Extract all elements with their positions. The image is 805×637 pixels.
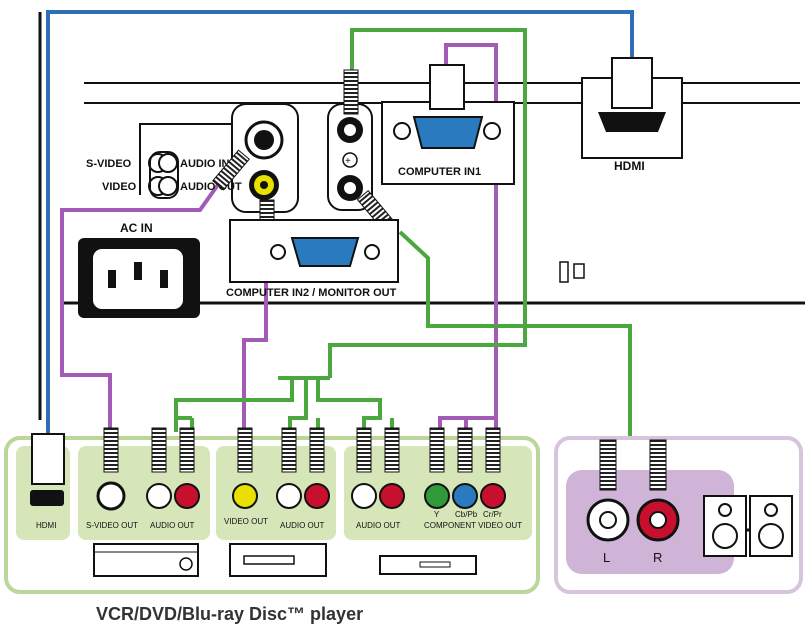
player-svideo-plug bbox=[103, 427, 119, 473]
player-hdmi-plug bbox=[31, 433, 65, 485]
player-component-cb[interactable] bbox=[452, 483, 478, 509]
bluray-device-icon bbox=[379, 555, 477, 575]
composite-video-cable bbox=[242, 262, 268, 440]
speaker-r-label: R bbox=[653, 550, 662, 565]
audio-splitter-cable bbox=[174, 376, 394, 432]
video-label: VIDEO bbox=[102, 181, 137, 193]
hdmi-label: HDMI bbox=[614, 159, 645, 173]
computer-in2-label: COMPUTER IN2 / MONITOR OUT bbox=[226, 287, 397, 299]
player-audio-label-1: AUDIO OUT bbox=[150, 521, 195, 530]
hdmi-cable bbox=[46, 10, 634, 440]
hdmi-port[interactable] bbox=[598, 112, 666, 132]
component-cb-label: Cb/Pb bbox=[455, 510, 478, 519]
player-audio-r-2[interactable] bbox=[304, 483, 330, 509]
ac-in-label: AC IN bbox=[120, 221, 153, 235]
svideo-video-jacks bbox=[148, 151, 179, 199]
player-component-cr[interactable] bbox=[480, 483, 506, 509]
player-video-label: VIDEO OUT bbox=[224, 517, 268, 526]
speakers-icon bbox=[703, 495, 793, 557]
player-hdmi-label: HDMI bbox=[36, 521, 56, 530]
audio-in-plug bbox=[343, 69, 359, 115]
player-audio-label-2: AUDIO OUT bbox=[280, 521, 325, 530]
player-audio-r-3[interactable] bbox=[379, 483, 405, 509]
player-audio-label-3: AUDIO OUT bbox=[356, 521, 401, 530]
player-svideo-label: S-VIDEO OUT bbox=[86, 521, 138, 530]
audio-out-label: AUDIO OUT bbox=[180, 181, 242, 193]
audio-in-cable bbox=[328, 28, 527, 378]
caption: VCR/DVD/Blu-ray Disc™ player bbox=[96, 604, 363, 624]
component-label: COMPONENT VIDEO OUT bbox=[424, 521, 522, 530]
computer-in1-plug bbox=[429, 64, 465, 110]
projector-panel bbox=[38, 12, 805, 420]
audio-in-label: AUDIO IN bbox=[180, 158, 230, 170]
vcr-device-icon bbox=[93, 543, 199, 577]
component-y-label: Y bbox=[434, 510, 440, 519]
player-hdmi-port[interactable] bbox=[30, 490, 64, 506]
computer-in2-port[interactable] bbox=[290, 237, 360, 267]
player-audio-l-3[interactable] bbox=[351, 483, 377, 509]
svg-text:+: + bbox=[345, 156, 351, 167]
hdmi-plug bbox=[611, 57, 653, 109]
computer-in1-label: COMPUTER IN1 bbox=[398, 166, 481, 178]
player-component-y[interactable] bbox=[424, 483, 450, 509]
dvd-device-icon bbox=[229, 543, 327, 577]
headphone-symbol bbox=[342, 152, 358, 168]
player-audio-l-1[interactable] bbox=[146, 483, 172, 509]
player-video-port[interactable] bbox=[232, 483, 258, 509]
speaker-l-label: L bbox=[603, 550, 610, 565]
svideo-cable bbox=[60, 163, 234, 440]
svideo-label: S-VIDEO bbox=[86, 158, 132, 170]
player-svideo-port[interactable] bbox=[96, 481, 126, 511]
player-audio-l-2[interactable] bbox=[276, 483, 302, 509]
lock-icon bbox=[573, 263, 585, 279]
security-slot bbox=[559, 261, 569, 283]
component-cr-label: Cr/Pr bbox=[483, 510, 502, 519]
svideo-plug bbox=[212, 149, 250, 191]
computer-in1-port[interactable] bbox=[412, 116, 484, 149]
player-audio-r-1[interactable] bbox=[174, 483, 200, 509]
